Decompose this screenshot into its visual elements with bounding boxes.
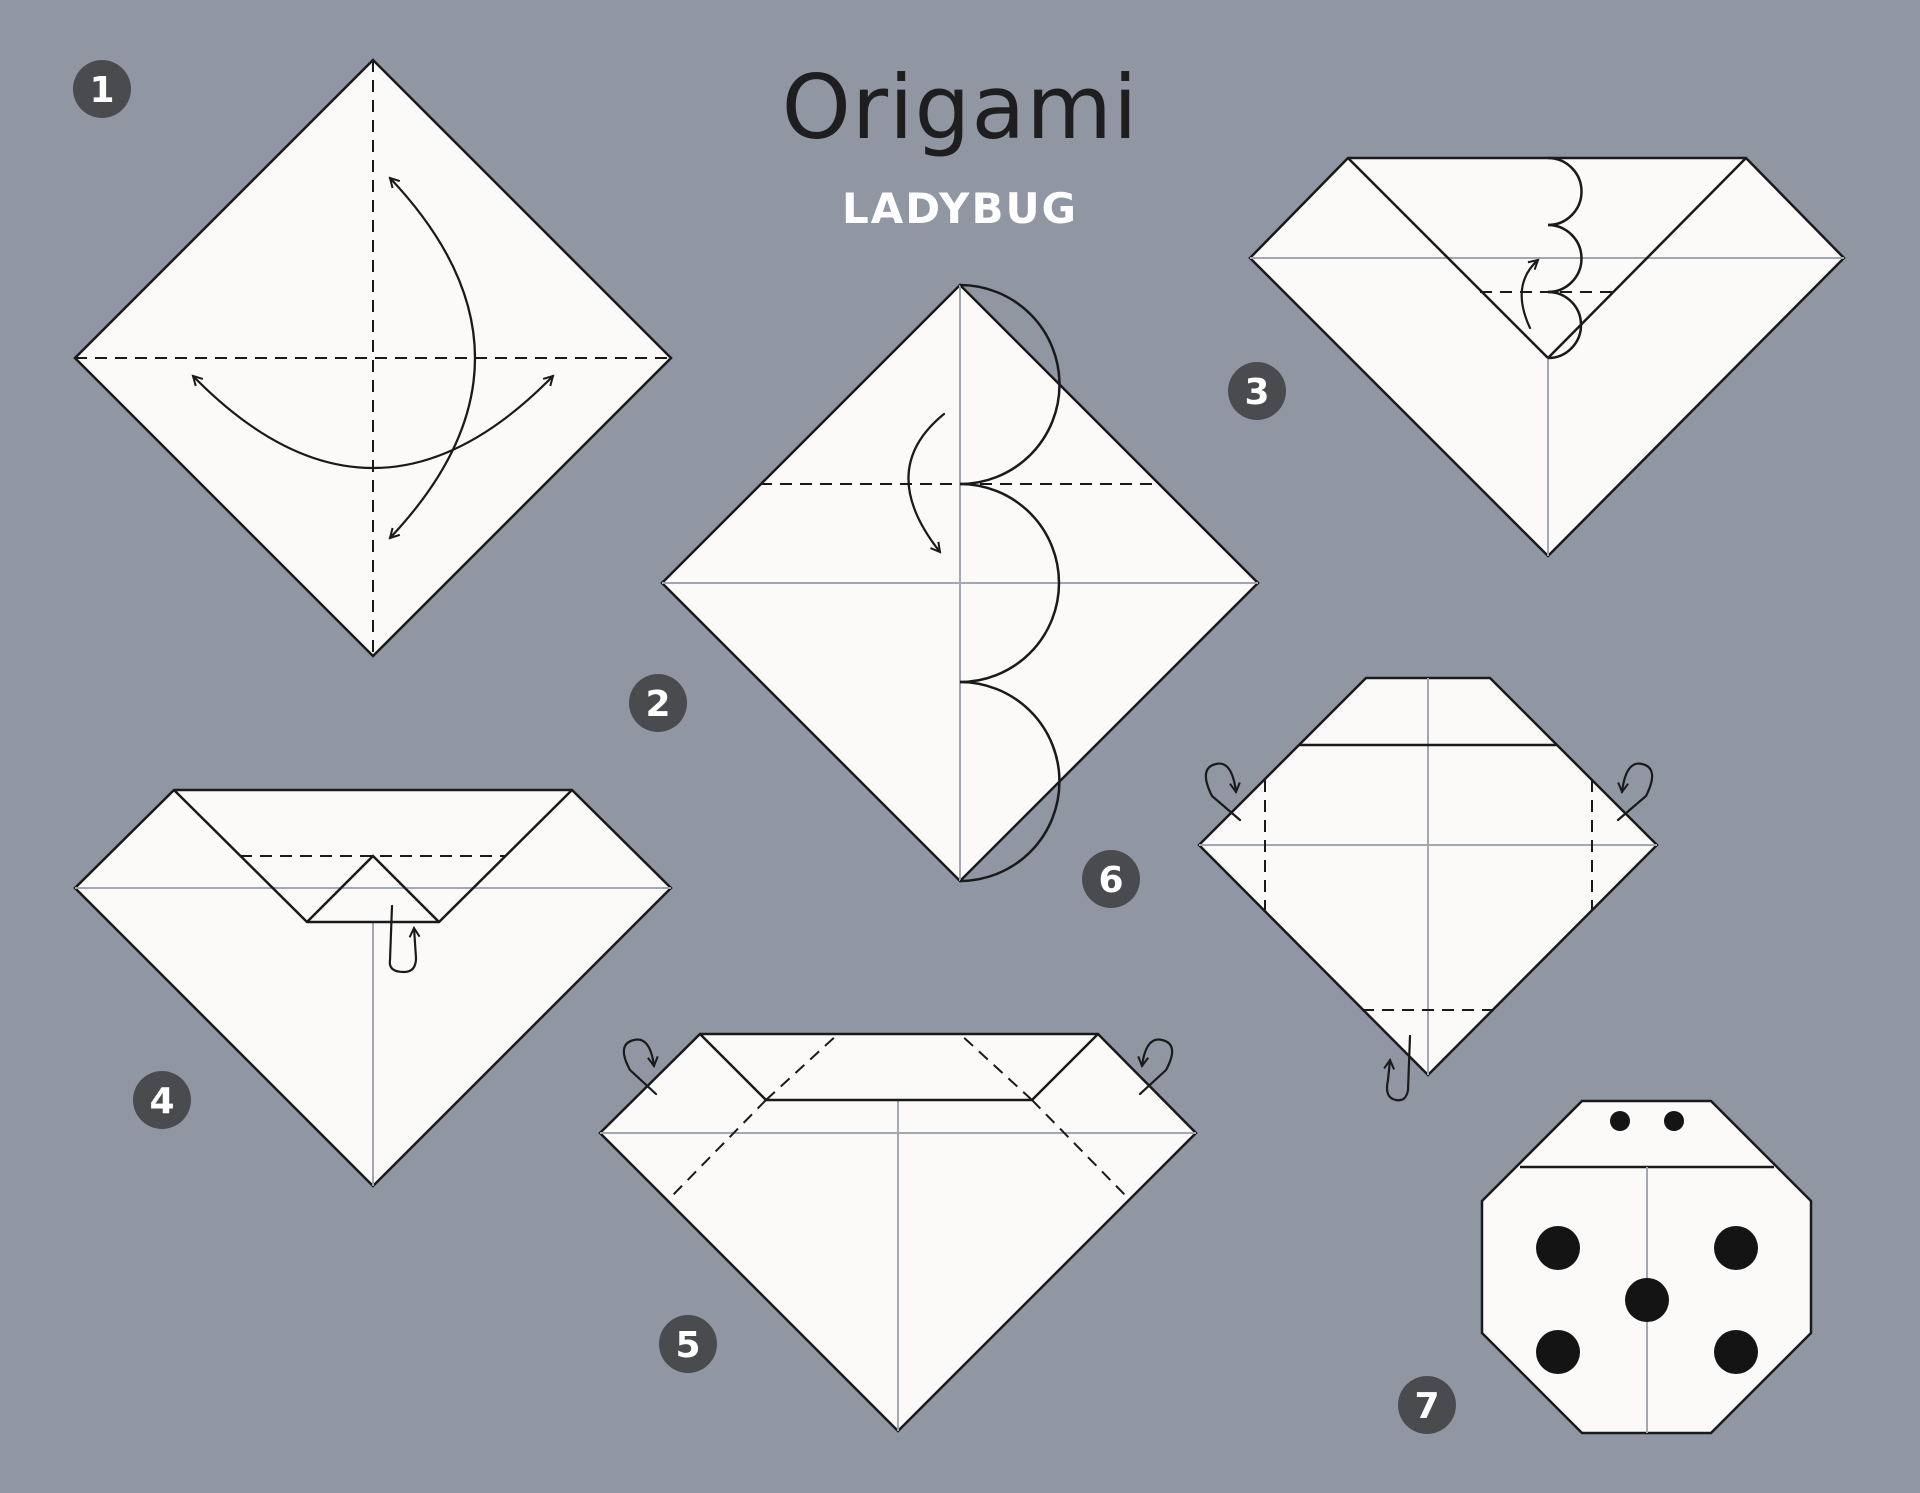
fold-guide-arc [1547, 290, 1583, 360]
fold-line [765, 1033, 839, 1101]
fold-arrow-icon [907, 412, 946, 552]
flap-edge [699, 1033, 1099, 1102]
step-number: 7 [1414, 1386, 1439, 1427]
ladybug-spot-icon [1536, 1226, 1580, 1270]
step-badge-3: 3 [1228, 362, 1286, 420]
fold-guide-arc [959, 283, 1061, 486]
mountain-fold-arrow-icon [1387, 1034, 1412, 1102]
step-1-diagram [73, 58, 673, 658]
step-badge-6: 6 [1082, 850, 1140, 908]
mountain-fold-arrow-icon [622, 1038, 656, 1096]
fold-arrow-icon [1520, 260, 1538, 330]
flap-edge [1347, 157, 1549, 359]
step-number: 5 [675, 1325, 700, 1366]
fold-arrow-icon [193, 376, 553, 470]
step-4-diagram [73, 788, 673, 1188]
ladybug-spot-icon [1714, 1330, 1758, 1374]
mountain-fold-arrow-icon [1204, 762, 1242, 822]
step-7-diagram [1480, 1099, 1813, 1435]
page-title: Origami [781, 56, 1139, 159]
step-5-diagram [598, 1032, 1198, 1433]
step-2-diagram [660, 283, 1260, 883]
step-badge-4: 4 [133, 1071, 191, 1129]
step-number: 6 [1098, 860, 1123, 901]
fold-line [1031, 1099, 1127, 1197]
step-badge-2: 2 [629, 674, 687, 732]
step-badge-1: 1 [73, 60, 131, 118]
step-badge-7: 7 [1398, 1376, 1456, 1434]
mountain-fold-arrow-icon [1140, 1038, 1174, 1096]
square-paper [73, 58, 673, 658]
fold-line [959, 1033, 1033, 1101]
ladybug-spot-icon [1536, 1330, 1580, 1374]
fold-guide-arc [959, 680, 1061, 883]
fold-guide-arc [1547, 223, 1583, 294]
fold-line [671, 1099, 767, 1197]
mountain-fold-arrow-icon [388, 904, 416, 974]
fold-arrow-icon [390, 178, 477, 538]
step-3-diagram [1248, 156, 1846, 558]
small-triangle-flap [306, 854, 440, 923]
fold-guide-arc [1547, 156, 1583, 227]
fold-guide-arc [959, 482, 1061, 684]
mountain-fold-arrow-icon [1616, 762, 1654, 822]
step-number: 1 [89, 70, 114, 111]
step-number: 2 [645, 684, 670, 725]
ladybug-spot-icon [1625, 1278, 1669, 1322]
ladybug-eye-icon [1664, 1111, 1684, 1131]
step-6-diagram [1197, 676, 1659, 1102]
page-subtitle: LADYBUG [841, 184, 1079, 233]
ladybug-spot-icon [1714, 1226, 1758, 1270]
step-number: 3 [1244, 372, 1269, 413]
step-badge-5: 5 [659, 1315, 717, 1373]
step-number: 4 [149, 1081, 174, 1122]
ladybug-eye-icon [1610, 1111, 1630, 1131]
